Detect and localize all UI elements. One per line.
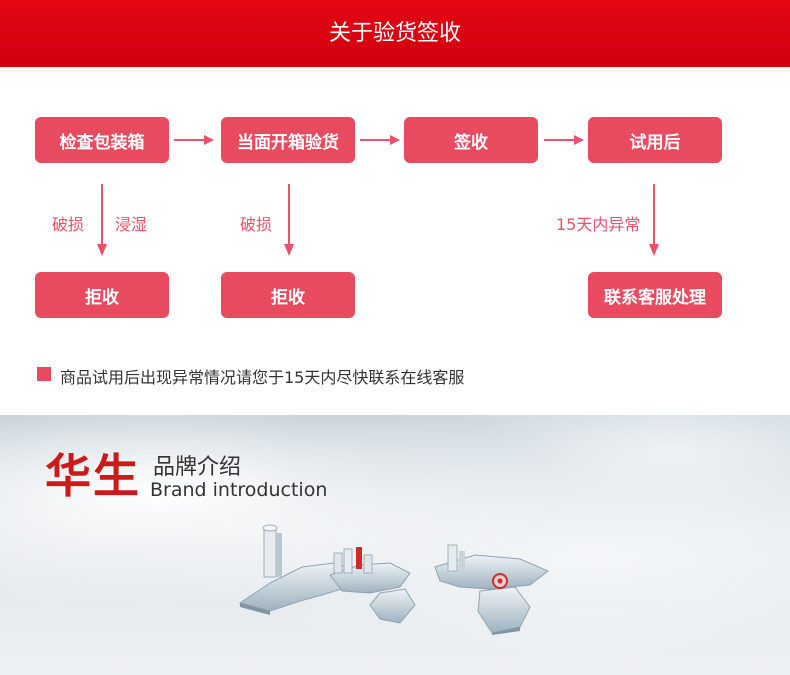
banner-title: 关于验货签收 [0,0,790,67]
arrow-down-icon [649,184,659,256]
brand-subtitle-en: Brand introduction [150,479,328,501]
world-map-icon [238,524,549,635]
brand-subtitle-cn: 品牌介绍 [153,455,242,480]
label-wet: 浸湿 [115,215,148,234]
step-check-package: 检查包装箱 [35,117,169,163]
arrow-right-icon [360,135,400,145]
arrow-down-icon [284,184,294,256]
step-open-inspect: 当面开箱验货 [221,117,355,163]
brand-name: 华生 [45,449,141,503]
note-text: 商品试用后出现异常情况请您于15天内尽快联系在线客服 [60,368,465,387]
result-contact-service: 联系客服处理 [588,272,722,318]
arrow-right-icon [544,135,584,145]
brand-background [0,415,790,675]
note-bullet-icon [37,367,51,381]
label-damaged: 破损 [52,215,85,234]
arrow-down-icon [97,184,107,256]
result-reject-2: 拒收 [221,272,355,318]
arrow-right-icon [174,135,214,145]
step-after-trial: 试用后 [588,117,722,163]
result-reject-1: 拒收 [35,272,169,318]
step-sign: 签收 [404,117,538,163]
label-abnormal-15days: 15天内异常 [556,215,641,234]
label-damaged-2: 破损 [240,215,273,234]
